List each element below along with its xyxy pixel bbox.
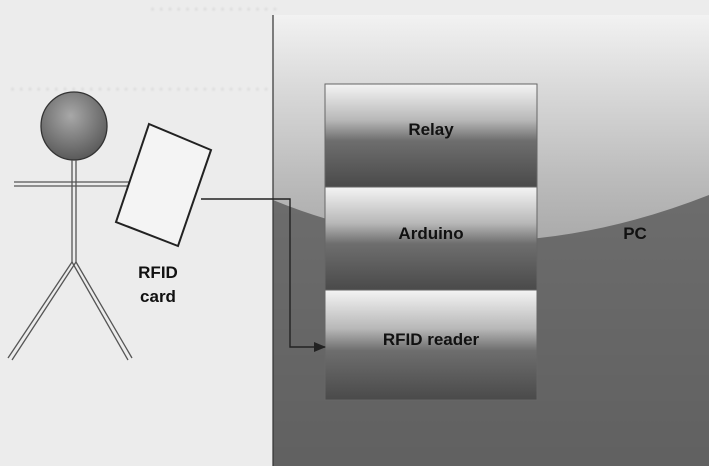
pc-label: PC — [610, 224, 660, 244]
arduino-label: Arduino — [325, 224, 537, 244]
rfid-reader-label: RFID reader — [325, 330, 537, 350]
rfid-card-icon — [116, 124, 211, 246]
relay-label: Relay — [325, 120, 537, 140]
rfid-card-label-line2: card — [128, 286, 188, 308]
rfid-card-label-line1: RFID — [128, 262, 188, 284]
head-icon — [41, 92, 107, 160]
